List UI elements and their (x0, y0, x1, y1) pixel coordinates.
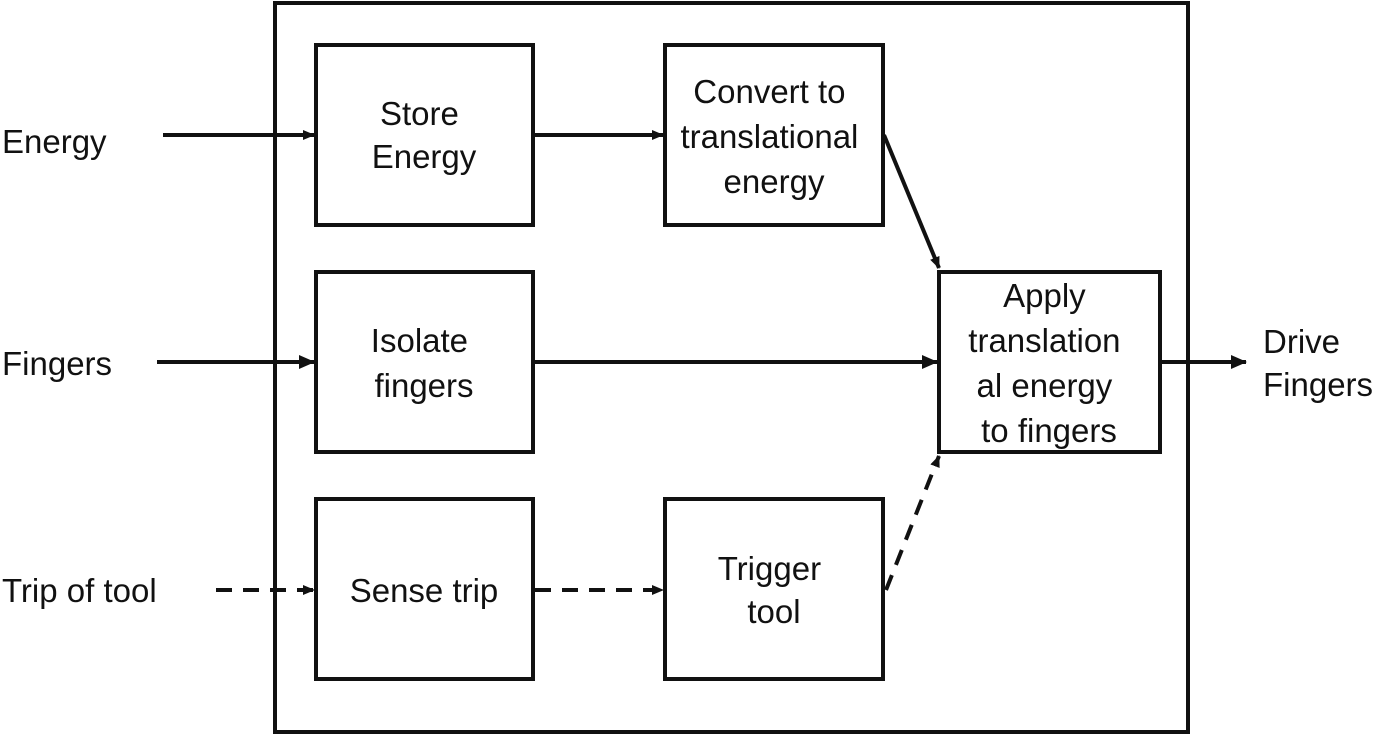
sense-trip-box (314, 497, 535, 681)
output-line-1: Drive (1263, 323, 1340, 360)
trigger-tool-box (663, 497, 885, 681)
convert-to-apply-arrow (882, 134, 941, 269)
apply-energy-box (937, 270, 1162, 454)
apply-energy-label: Apply translation al energy to fingers (968, 277, 1129, 449)
drive-fingers-output-label: Drive Fingers (1263, 323, 1373, 403)
trip-input-label: Trip of tool (2, 572, 157, 609)
trigger-tool-label: Trigger tool (718, 550, 830, 630)
trigger-to-apply-arrow (884, 455, 941, 591)
convert-energy-label: Convert to translational energy (680, 73, 867, 200)
store-energy-label: Store Energy (372, 95, 477, 175)
store-energy-box (314, 43, 535, 227)
system-boundary (273, 1, 1190, 734)
isolate-fingers-label: Isolate fingers (371, 322, 477, 404)
energy-input-label: Energy (2, 123, 107, 160)
fingers-input-label: Fingers (2, 345, 112, 382)
isolate-fingers-box (314, 270, 535, 454)
sense-trip-label: Sense trip (350, 572, 499, 609)
convert-energy-box (663, 43, 885, 227)
output-line-2: Fingers (1263, 366, 1373, 403)
